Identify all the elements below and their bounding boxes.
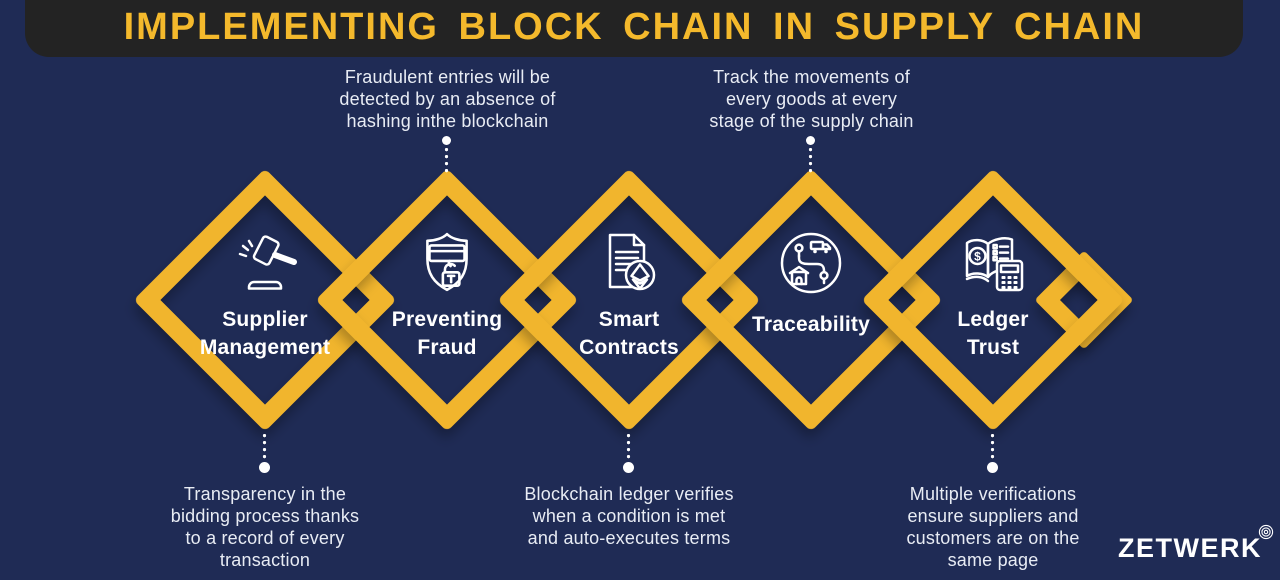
connector-dot [806,136,815,145]
connector-dotted-line [444,147,449,173]
connector-dot [442,136,451,145]
title-bar: IMPLEMENTING BLOCK CHAIN IN SUPPLY CHAIN [25,0,1243,57]
node-label: Traceability [752,313,870,336]
contract-ethereum-icon [539,229,719,297]
node-supplier-management: Supplier Management [175,229,355,362]
node-label: Smart Contracts [579,308,679,359]
page-title: IMPLEMENTING BLOCK CHAIN IN SUPPLY CHAIN [123,5,1145,48]
annotation-traceability: Track the movements of every goods at ev… [709,67,914,131]
annotation-smart-contracts: Blockchain ledger verifies when a condit… [524,484,734,548]
annotation-supplier-management: Transparency in the bidding process than… [170,484,360,570]
annotation-ledger-trust: Multiple verifications ensure suppliers … [906,484,1080,570]
connector-dotted-line [262,433,267,459]
zetwerk-logo-mark [1258,524,1274,540]
svg-text:$: $ [974,249,981,263]
connector-dotted-line [808,147,813,173]
node-preventing-fraud: Preventing Fraud [357,229,537,362]
connector-dot [259,462,270,473]
brand-name: ZETWERK [1118,533,1262,563]
gavel-icon [175,229,355,297]
node-label: Preventing Fraud [391,308,503,359]
annotation-preventing-fraud: Fraudulent entries will be detected by a… [339,67,556,131]
node-label: Ledger Trust [957,308,1029,359]
node-label: Supplier Management [199,308,331,359]
connector-dotted-line [626,433,631,459]
connector-dotted-line [990,433,995,459]
node-ledger-trust: $ Ledger Trust [903,229,1083,362]
connector-dot [623,462,634,473]
node-traceability: Traceability [721,229,901,339]
brand-logo: ZETWERK [1118,524,1274,564]
ledger-calculator-icon: $ [903,229,1083,297]
route-truck-icon [721,229,901,297]
connector-dot [987,462,998,473]
shield-card-lock-icon [357,229,537,297]
node-smart-contracts: Smart Contracts [539,229,719,362]
